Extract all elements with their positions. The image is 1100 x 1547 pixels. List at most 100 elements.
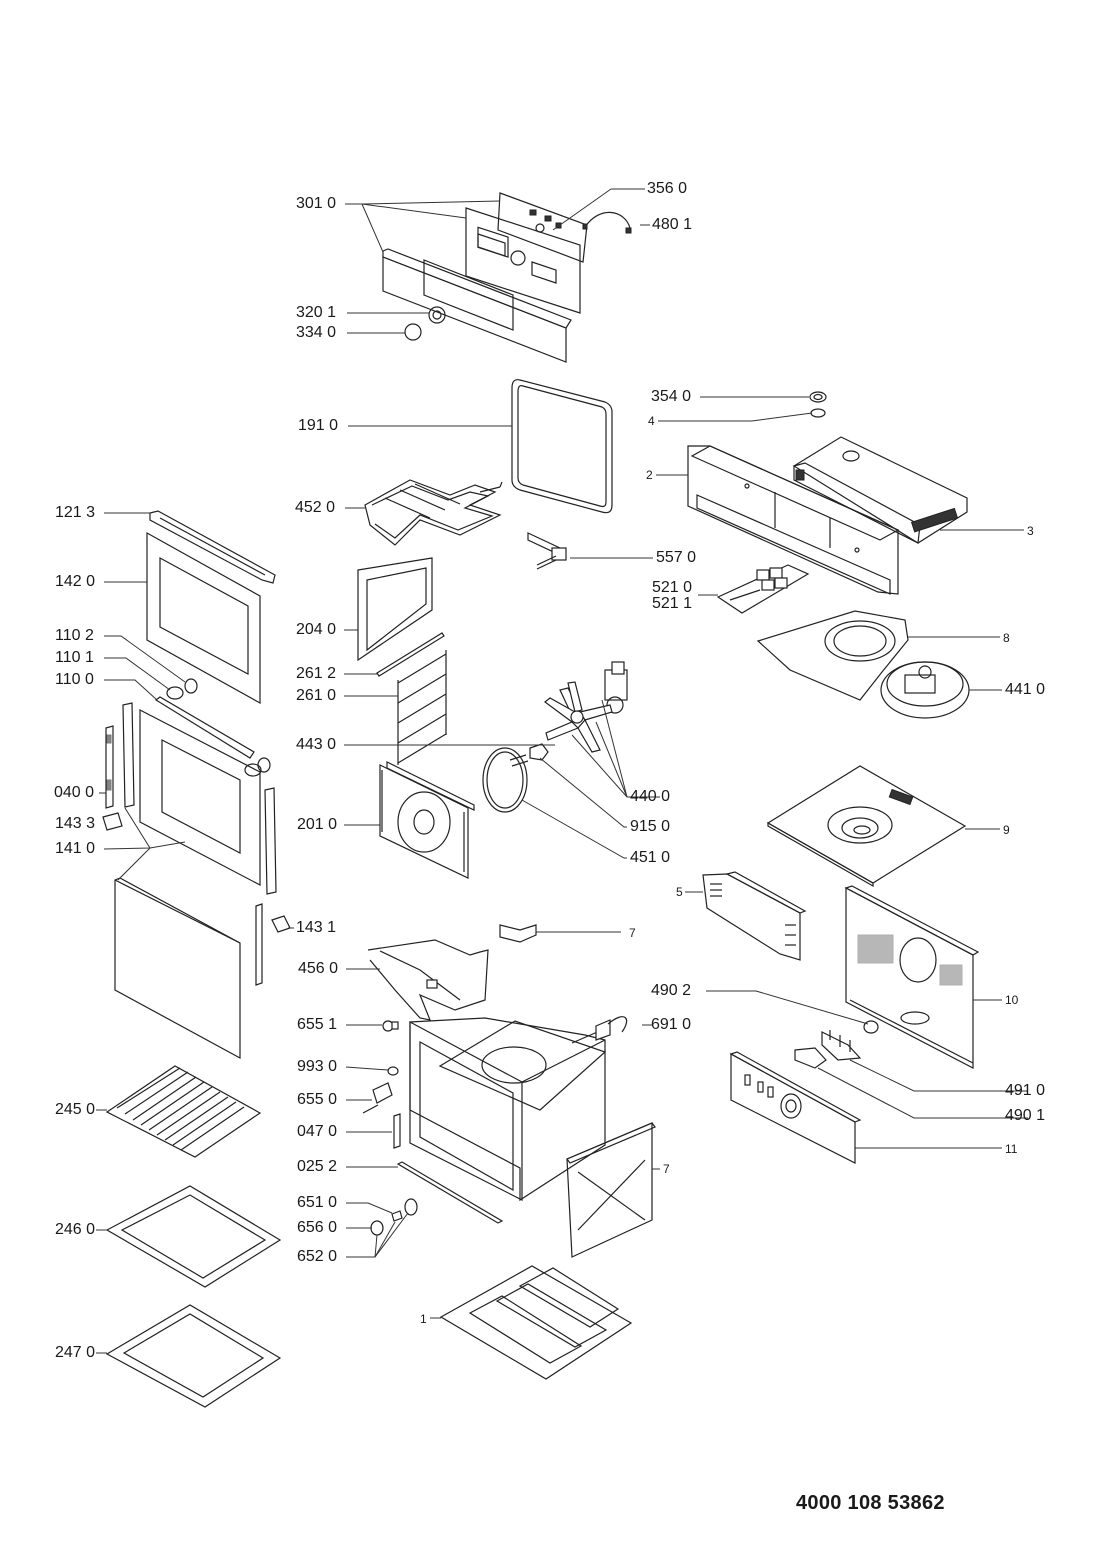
part-label: 201 0 (297, 816, 338, 833)
part-label: 490 1 (1005, 1107, 1046, 1124)
part-label: 301 0 (296, 195, 337, 212)
control-knob-bezel (404, 1198, 418, 1216)
o-ring (810, 408, 826, 418)
door-top-profile (149, 510, 276, 584)
wire-shelf (105, 1065, 262, 1158)
part-label: 490 2 (651, 982, 692, 999)
part-label: 5 (676, 885, 683, 899)
part-label: 452 0 (295, 499, 336, 516)
switch (794, 1047, 827, 1069)
control-board (497, 192, 588, 263)
part-label: 480 1 (652, 216, 693, 233)
part-label: 691 0 (651, 1016, 692, 1033)
part-label: 3 (1027, 524, 1034, 538)
part-label: 047 0 (297, 1123, 338, 1140)
door-pad (166, 686, 184, 700)
door-inner-glass (146, 531, 261, 705)
rear-panel (844, 885, 980, 1069)
cooling-fan-motor (880, 661, 970, 719)
part-label: 451 0 (630, 849, 671, 866)
thermal-fuse (863, 1020, 879, 1034)
part-label: 025 2 (297, 1158, 338, 1175)
part-label: 261 2 (296, 665, 337, 682)
top-cover-vent-hood (792, 436, 968, 545)
part-label: 651 0 (297, 1194, 338, 1211)
part-label: 11 (1005, 1142, 1018, 1156)
part-label: 521 1 (652, 595, 693, 612)
part-label: 356 0 (647, 180, 688, 197)
part-label: 110 2 (55, 627, 94, 644)
control-panel-fascia (382, 248, 572, 363)
part-label: 245 0 (55, 1101, 96, 1118)
part-label: 191 0 (298, 417, 339, 434)
element-bracket (499, 924, 537, 943)
door-pad (244, 763, 262, 777)
door-pad (184, 678, 198, 694)
part-label: 456 0 (298, 960, 339, 977)
part-label: 334 0 (296, 324, 337, 341)
part-label: 354 0 (651, 388, 692, 405)
part-label: 143 1 (296, 919, 337, 936)
cover-grommet (809, 391, 827, 403)
part-label: 110 1 (55, 649, 94, 666)
lamp-clip (387, 1066, 399, 1076)
part-label: 4 (648, 414, 655, 428)
part-label: 204 0 (296, 621, 337, 638)
part-label: 443 0 (296, 736, 337, 753)
baking-tray (105, 1185, 282, 1288)
part-label: 246 0 (55, 1221, 96, 1238)
door-side-profile-left (122, 702, 135, 808)
part-label: 040 0 (54, 784, 95, 801)
top-plate (766, 765, 967, 888)
ring-heating-element (482, 747, 529, 813)
front-frame-strip (396, 1161, 504, 1224)
drip-tray (105, 1304, 282, 1408)
door-side-profile-right (264, 787, 277, 895)
part-label: 655 1 (297, 1016, 338, 1033)
electronics-housing (729, 1051, 862, 1164)
top-cover-rear (687, 445, 900, 595)
shelf-runners (397, 650, 447, 765)
wiring-harness (584, 211, 631, 229)
grill-heating-element (364, 479, 503, 546)
meat-probe-socket (571, 1016, 628, 1044)
door-lock-catch (393, 1113, 401, 1149)
fan-housing-plate (756, 610, 909, 701)
part-label: 8 (1003, 631, 1010, 645)
part-label: 441 0 (1005, 681, 1046, 698)
part-label: 121 3 (55, 504, 96, 521)
rear-fan-cover (379, 761, 475, 879)
part-label: 110 0 (55, 671, 94, 688)
thermostat (527, 532, 567, 570)
part-label: 247 0 (55, 1344, 96, 1361)
part-label: 652 0 (297, 1248, 338, 1265)
fan-nut (529, 743, 549, 761)
door-outer-glass (139, 709, 261, 886)
part-label: 7 (663, 1162, 670, 1176)
part-label: 557 0 (656, 549, 697, 566)
terminal-block (821, 1030, 862, 1061)
part-label: 1 (420, 1312, 427, 1326)
part-label: 7 (629, 926, 636, 940)
part-label: 491 0 (1005, 1082, 1046, 1099)
door-hinge-bracket (105, 725, 114, 809)
part-label: 320 1 (296, 304, 337, 321)
part-label: 143 3 (55, 815, 96, 832)
door-hinge-cap (102, 812, 123, 831)
part-label: 142 0 (55, 573, 96, 590)
part-label: 261 0 (296, 687, 337, 704)
part-label: 521 0 (652, 579, 693, 596)
part-label: 915 0 (630, 818, 671, 835)
bottom-plate (439, 1265, 633, 1380)
knob-spindle (391, 1210, 403, 1222)
part-label: 9 (1003, 823, 1010, 837)
fan-motor (597, 661, 628, 714)
part-label: 656 0 (297, 1219, 338, 1236)
door-pad (257, 757, 271, 773)
part-label: 10 (1005, 993, 1019, 1007)
part-label: 141 0 (55, 840, 96, 857)
power-board (716, 564, 810, 614)
part-label: 655 0 (297, 1091, 338, 1108)
part-label: 2 (646, 468, 653, 482)
